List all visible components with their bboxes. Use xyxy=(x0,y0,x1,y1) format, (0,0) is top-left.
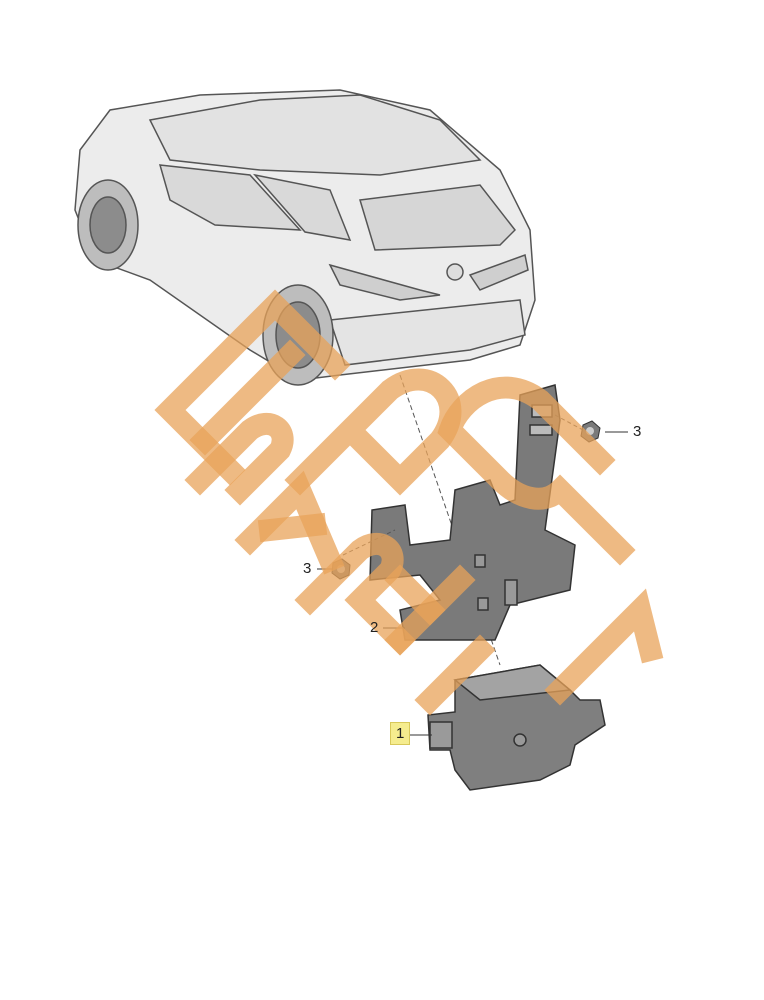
callout-3-upper[interactable]: 3 xyxy=(633,423,642,440)
callout-3-left[interactable]: 3 xyxy=(303,560,312,577)
callout-1[interactable]: 1 xyxy=(390,722,411,745)
assembly-line xyxy=(399,374,501,666)
callout-2[interactable]: 2 xyxy=(370,619,379,636)
watermark xyxy=(154,289,664,716)
car-illustration xyxy=(74,89,536,386)
mounting-bracket xyxy=(369,384,576,641)
